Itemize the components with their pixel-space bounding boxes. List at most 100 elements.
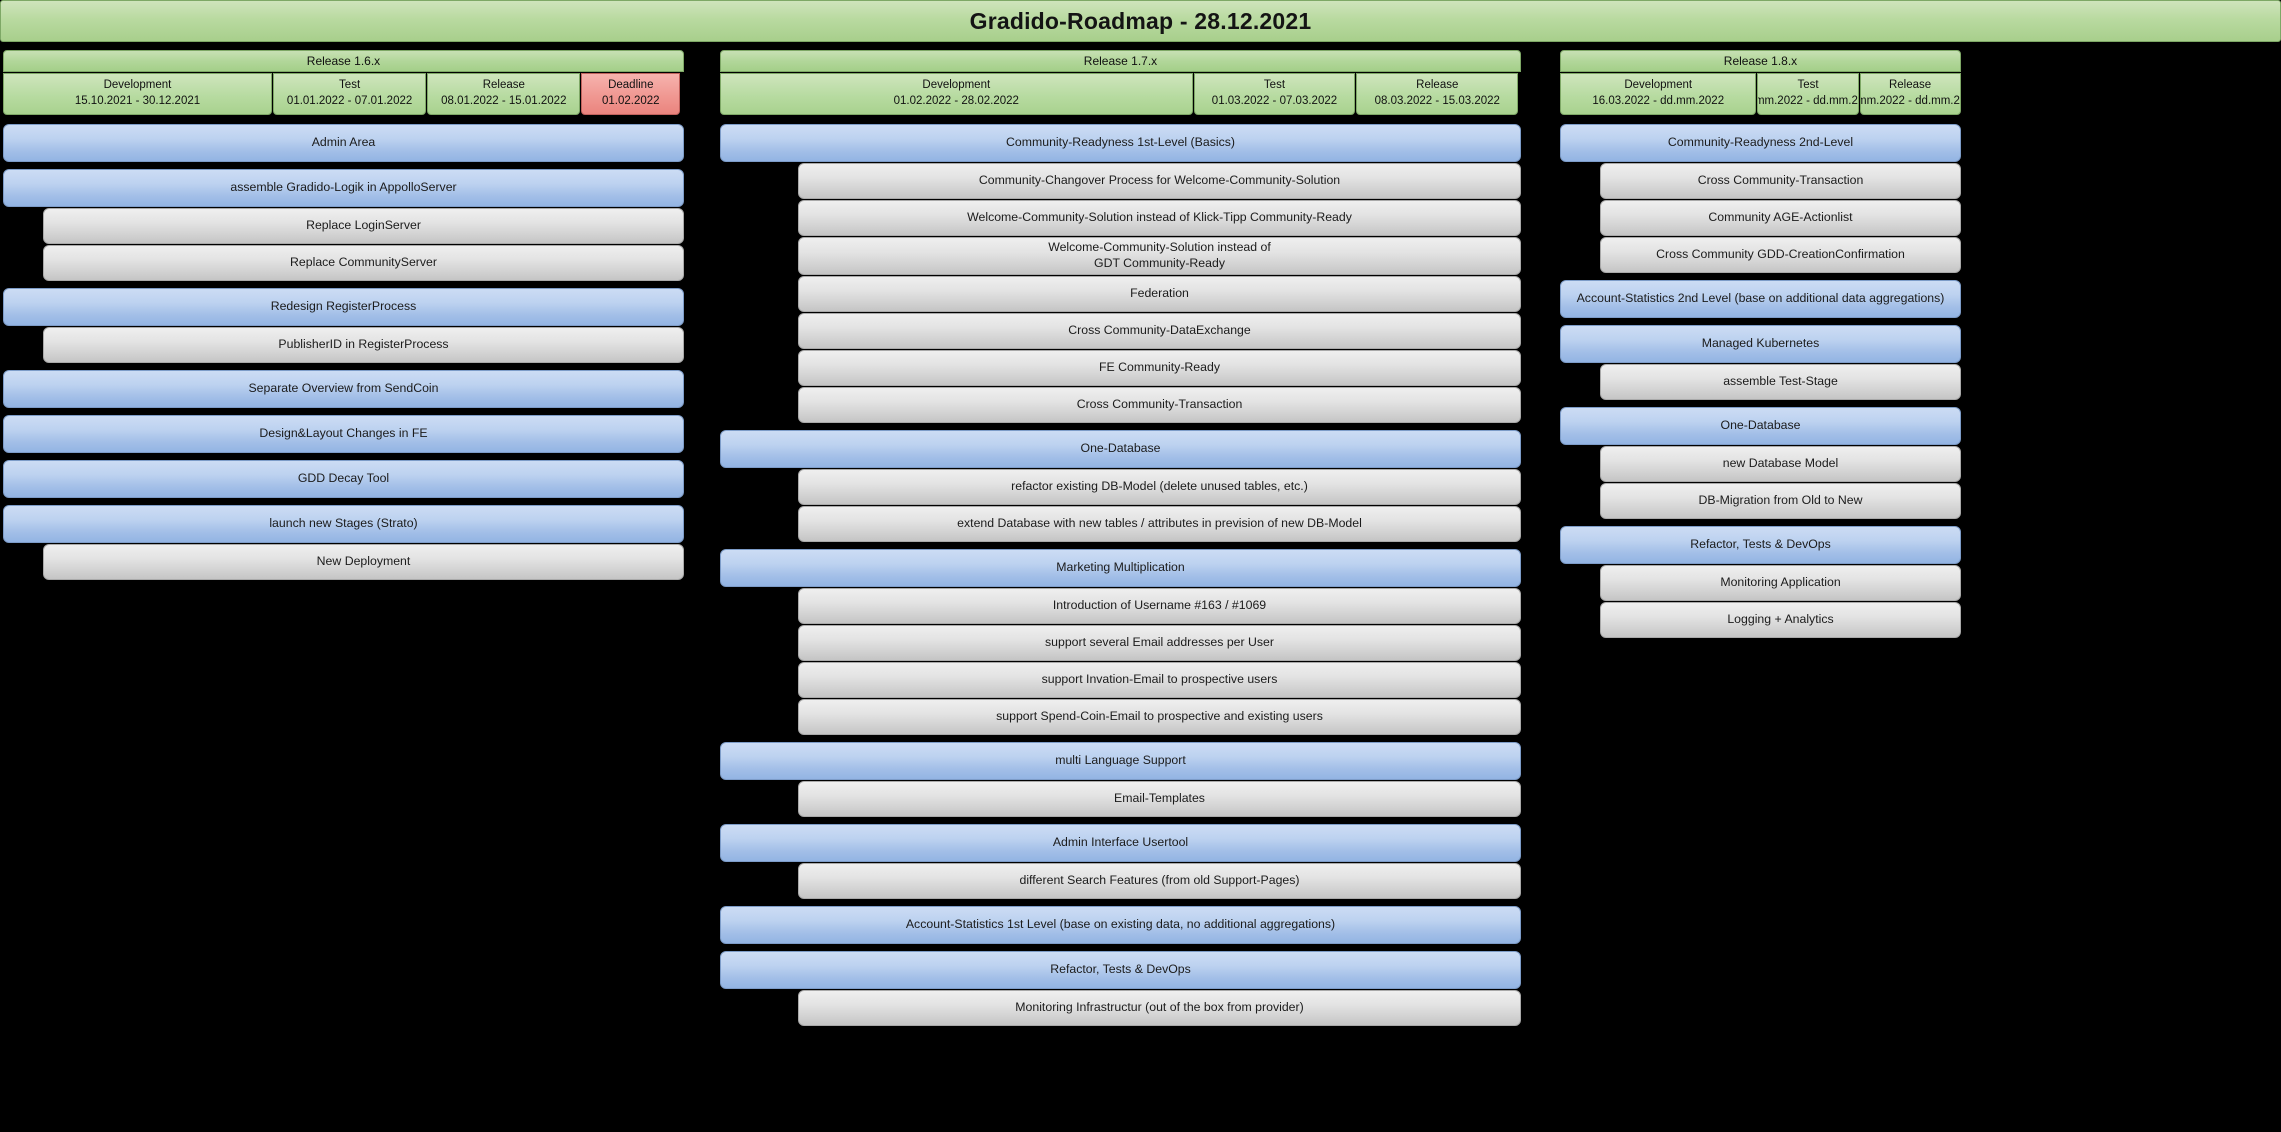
phase-name: Release — [482, 79, 525, 92]
task-label: Logging + Analytics — [1727, 612, 1834, 626]
phase-test[interactable]: Test 01.01.2022 - 07.01.2022 — [272, 73, 427, 115]
task-label: Admin Area — [311, 135, 376, 149]
sub-task-box[interactable]: assemble Test-Stage — [1600, 364, 1961, 400]
task-label: Redesign RegisterProcess — [270, 299, 417, 313]
phase-dates: 01.01.2022 - 07.01.2022 — [286, 95, 413, 107]
epic-task-box[interactable]: Account-Statistics 2nd Level (base on ad… — [1560, 280, 1961, 318]
epic-task-box[interactable]: One-Database — [1560, 407, 1961, 445]
epic-task-box[interactable]: One-Database — [720, 429, 1521, 468]
sub-task-box[interactable]: Introduction of Username #163 / #1069 — [798, 587, 1521, 624]
sub-task-box[interactable]: Monitoring Application — [1600, 565, 1961, 601]
sub-task-box[interactable]: Cross Community-Transaction — [1600, 163, 1961, 199]
sub-task-box[interactable]: Federation — [798, 275, 1521, 312]
task-label: FE Community-Ready — [1099, 359, 1220, 374]
release-header: Release 1.6.x — [3, 50, 684, 72]
phase-dates: 08.01.2022 - 15.01.2022 — [441, 95, 567, 107]
phase-test[interactable]: Test dd.mm.2022 - dd.mm.2022 — [1757, 73, 1859, 115]
phase-name: Release — [1888, 79, 1932, 92]
phase-release[interactable]: Release 08.01.2022 - 15.01.2022 — [427, 73, 581, 115]
phase-release[interactable]: Release dd.mm.2022 - dd.mm.2022 — [1859, 73, 1961, 115]
sub-task-box[interactable]: refactor existing DB-Model (delete unuse… — [798, 468, 1521, 505]
task-label: Refactor, Tests & DevOps — [1050, 961, 1191, 976]
sub-task-box[interactable]: Replace CommunityServer — [43, 245, 684, 281]
sub-task-box[interactable]: extend Database with new tables / attrib… — [798, 505, 1521, 542]
release-header: Release 1.7.x — [720, 50, 1521, 72]
phase-name: Deadline — [608, 79, 654, 92]
epic-task-box[interactable]: Redesign RegisterProcess — [3, 288, 684, 326]
sub-task-box[interactable]: Welcome-Community-Solution instead of Kl… — [798, 200, 1521, 236]
phase-name: Development — [922, 79, 991, 92]
phase-dates: dd.mm.2022 - dd.mm.2022 — [1861, 95, 1960, 107]
phase-name: Test — [339, 79, 361, 92]
page-title: Gradido-Roadmap - 28.12.2021 — [969, 7, 1312, 34]
task-label: Managed Kubernetes — [1701, 336, 1820, 350]
sub-task-box[interactable]: Logging + Analytics — [1600, 602, 1961, 638]
epic-task-box[interactable]: Separate Overview from SendCoin — [3, 370, 684, 408]
epic-task-box[interactable]: Account-Statistics 1st Level (base on ex… — [720, 905, 1521, 944]
sub-task-box[interactable]: FE Community-Ready — [798, 349, 1521, 386]
release-header: Release 1.8.x — [1560, 50, 1961, 72]
sub-task-box[interactable]: Replace LoginServer — [43, 208, 684, 244]
sub-task-box[interactable]: New Deployment — [43, 544, 684, 580]
epic-task-box[interactable]: Admin Area — [3, 124, 684, 162]
task-label: Account-Statistics 1st Level (base on ex… — [905, 916, 1336, 931]
task-label: new Database Model — [1722, 456, 1839, 470]
sub-task-box[interactable]: Welcome-Community-Solution instead of GD… — [798, 237, 1521, 275]
epic-task-box[interactable]: Design&Layout Changes in FE — [3, 415, 684, 453]
sub-task-box[interactable]: new Database Model — [1600, 446, 1961, 482]
task-label: Welcome-Community-Solution instead of Kl… — [967, 210, 1352, 224]
sub-task-box[interactable]: Community AGE-Actionlist — [1600, 200, 1961, 236]
phase-name: Release — [1416, 79, 1459, 92]
sub-task-box[interactable]: DB-Migration from Old to New — [1600, 483, 1961, 519]
task-label: Marketing Multiplication — [1056, 559, 1185, 574]
epic-task-box[interactable]: assemble Gradido-Logik in AppolloServer — [3, 169, 684, 207]
sub-task-box[interactable]: support Spend-Coin-Email to prospective … — [798, 698, 1521, 735]
task-label: Monitoring Application — [1720, 575, 1841, 589]
epic-task-box[interactable]: multi Language Support — [720, 741, 1521, 780]
sub-task-box[interactable]: Cross Community-DataExchange — [798, 312, 1521, 349]
task-label: support Spend-Coin-Email to prospective … — [996, 708, 1323, 723]
epic-task-box[interactable]: Refactor, Tests & DevOps — [1560, 526, 1961, 564]
phase-dates: dd.mm.2022 - dd.mm.2022 — [1758, 95, 1858, 107]
phase-name: Test — [1797, 79, 1819, 92]
task-label: Replace CommunityServer — [290, 255, 437, 269]
sub-task-box[interactable]: PublisherID in RegisterProcess — [43, 327, 684, 363]
sub-task-box[interactable]: support several Email addresses per User — [798, 624, 1521, 661]
task-label: support several Email addresses per User — [1045, 634, 1274, 649]
epic-task-box[interactable]: Admin Interface Usertool — [720, 823, 1521, 862]
task-label: One-Database — [1720, 418, 1801, 432]
task-label: Cross Community GDD-CreationConfirmation — [1656, 247, 1905, 261]
epic-task-box[interactable]: GDD Decay Tool — [3, 460, 684, 498]
sub-task-box[interactable]: Cross Community GDD-CreationConfirmation — [1600, 237, 1961, 273]
task-label: support Invation-Email to prospective us… — [1041, 671, 1278, 686]
sub-task-box[interactable]: support Invation-Email to prospective us… — [798, 661, 1521, 698]
sub-task-box[interactable]: Cross Community-Transaction — [798, 386, 1521, 423]
phase-dates: 15.10.2021 - 30.12.2021 — [74, 95, 201, 107]
epic-task-box[interactable]: Marketing Multiplication — [720, 548, 1521, 587]
task-label: Federation — [1130, 285, 1189, 300]
task-label: assemble Gradido-Logik in AppolloServer — [230, 180, 457, 194]
sub-task-box[interactable]: different Search Features (from old Supp… — [798, 862, 1521, 899]
sub-task-box[interactable]: Email-Templates — [798, 780, 1521, 817]
epic-task-box[interactable]: Community-Readyness 1st-Level (Basics) — [720, 124, 1521, 162]
epic-task-box[interactable]: Community-Readyness 2nd-Level — [1560, 124, 1961, 162]
task-label: Welcome-Community-Solution instead of GD… — [1048, 240, 1271, 270]
task-label: Community AGE-Actionlist — [1708, 210, 1853, 224]
epic-task-box[interactable]: Refactor, Tests & DevOps — [720, 950, 1521, 989]
sub-task-box[interactable]: Monitoring Infrastructur (out of the box… — [798, 989, 1521, 1026]
sub-task-box[interactable]: Community-Changover Process for Welcome-… — [798, 163, 1521, 199]
epic-task-box[interactable]: Managed Kubernetes — [1560, 325, 1961, 363]
task-list: Admin Area assemble Gradido-Logik in Appo… — [3, 124, 684, 580]
epic-task-box[interactable]: launch new Stages (Strato) — [3, 505, 684, 543]
